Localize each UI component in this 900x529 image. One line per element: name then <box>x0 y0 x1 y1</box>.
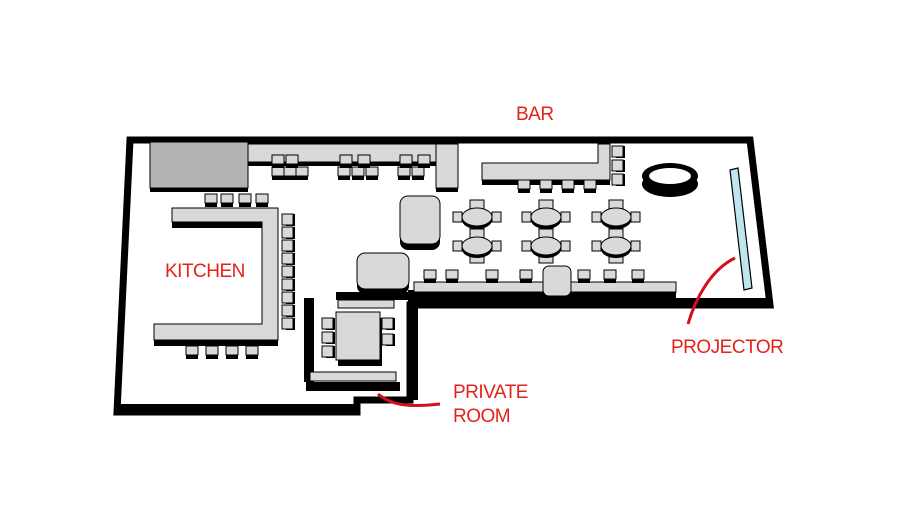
kitchen-storage-block <box>149 141 249 192</box>
projector-screen <box>729 167 753 291</box>
dining-tables <box>452 199 641 264</box>
kitchen-label: KITCHEN <box>165 261 245 282</box>
bar-label: BAR <box>516 104 554 125</box>
banquette <box>413 265 677 302</box>
booth-tables <box>356 195 441 294</box>
private-room-label-line1: PRIVATE <box>453 382 528 403</box>
round-stage <box>642 163 698 197</box>
callout-lines <box>377 256 736 408</box>
private-room-table <box>309 299 397 382</box>
private-room-label-line2: ROOM <box>453 406 511 427</box>
bar-counter <box>481 143 626 194</box>
kitchen-counter <box>153 207 279 346</box>
walls <box>113 136 774 416</box>
projector-label: PROJECTOR <box>671 337 784 358</box>
